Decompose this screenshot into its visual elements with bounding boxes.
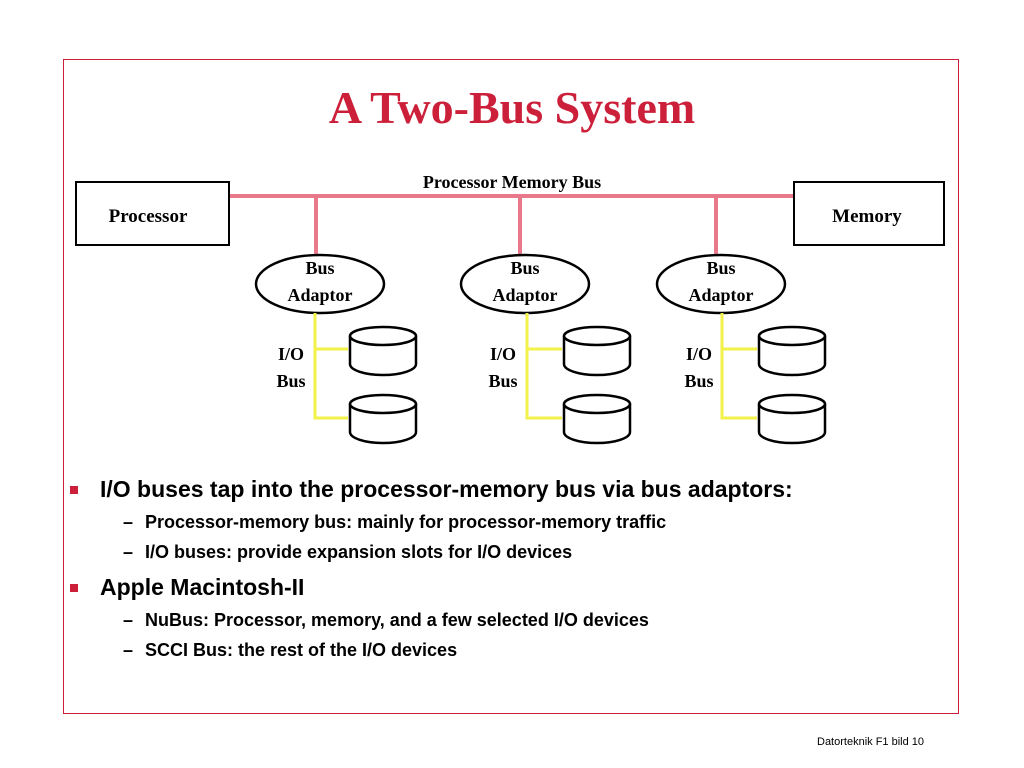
bus-adaptor-label-line2: Adaptor bbox=[688, 285, 753, 305]
sub-bullet-item: – Processor-memory bus: mainly for proce… bbox=[70, 510, 970, 534]
io-device-disk bbox=[348, 393, 418, 445]
bus-adaptor-label-line2: Adaptor bbox=[492, 285, 557, 305]
adaptor-group-1: Bus Adaptor I/O Bus bbox=[254, 196, 418, 445]
bullet-item: Apple Macintosh-II bbox=[70, 572, 970, 602]
io-bus-label-line1: I/O bbox=[686, 344, 712, 364]
processor-label: Processor bbox=[109, 206, 188, 227]
sub-bullet-item: – NuBus: Processor, memory, and a few se… bbox=[70, 608, 970, 632]
io-bus-label-line1: I/O bbox=[278, 344, 304, 364]
sub-bullet-text: SCCI Bus: the rest of the I/O devices bbox=[145, 640, 458, 660]
io-bus-label-line2: Bus bbox=[684, 371, 713, 391]
bus-adaptor-label-line1: Bus bbox=[305, 258, 334, 278]
bullet-square-icon bbox=[70, 584, 78, 592]
bullet-text: I/O buses tap into the processor-memory … bbox=[100, 476, 793, 502]
bus-adaptor-label-line1: Bus bbox=[706, 258, 735, 278]
memory-box bbox=[793, 181, 945, 246]
sub-bullet-text: Processor-memory bus: mainly for process… bbox=[145, 512, 667, 532]
processor-memory-bus-label: Processor Memory Bus bbox=[423, 172, 601, 192]
bullet-square-icon bbox=[70, 486, 78, 494]
io-device-disk bbox=[757, 393, 827, 445]
io-device-disk bbox=[562, 325, 632, 377]
bus-adaptor-label-line1: Bus bbox=[510, 258, 539, 278]
bullet-list: I/O buses tap into the processor-memory … bbox=[70, 470, 970, 662]
processor-box bbox=[75, 181, 230, 246]
io-bus-line bbox=[720, 313, 757, 420]
io-bus-label-line1: I/O bbox=[490, 344, 516, 364]
dash-icon: – bbox=[123, 640, 134, 660]
bus-adaptor-ellipse bbox=[459, 253, 591, 315]
io-bus-line bbox=[525, 313, 562, 420]
slide-title: A Two-Bus System bbox=[328, 82, 696, 133]
io-device-disk bbox=[562, 393, 632, 445]
dash-icon: – bbox=[123, 610, 134, 630]
bullet-item: I/O buses tap into the processor-memory … bbox=[70, 474, 970, 504]
io-bus-line bbox=[313, 313, 348, 420]
io-device-disk bbox=[348, 325, 418, 377]
sub-bullet-text: NuBus: Processor, memory, and a few sele… bbox=[145, 610, 649, 630]
sub-bullet-item: – I/O buses: provide expansion slots for… bbox=[70, 540, 970, 564]
adaptor-group-2: Bus Adaptor I/O Bus bbox=[459, 196, 632, 445]
sub-bullet-item: – SCCI Bus: the rest of the I/O devices bbox=[70, 638, 970, 662]
dash-icon: – bbox=[123, 512, 134, 532]
bus-adaptor-ellipse bbox=[254, 253, 386, 315]
slide-footer: Datorteknik F1 bild 10 bbox=[817, 736, 924, 748]
io-bus-label-line2: Bus bbox=[488, 371, 517, 391]
adaptor-group-3: Bus Adaptor I/O Bus bbox=[655, 196, 827, 445]
dash-icon: – bbox=[123, 542, 134, 562]
io-device-disk bbox=[757, 325, 827, 377]
sub-bullet-text: I/O buses: provide expansion slots for I… bbox=[145, 542, 573, 562]
bullet-text: Apple Macintosh-II bbox=[100, 574, 305, 600]
io-bus-label-line2: Bus bbox=[276, 371, 305, 391]
slide-frame bbox=[63, 59, 959, 714]
bus-adaptor-label-line2: Adaptor bbox=[287, 285, 352, 305]
memory-label: Memory bbox=[832, 206, 902, 227]
